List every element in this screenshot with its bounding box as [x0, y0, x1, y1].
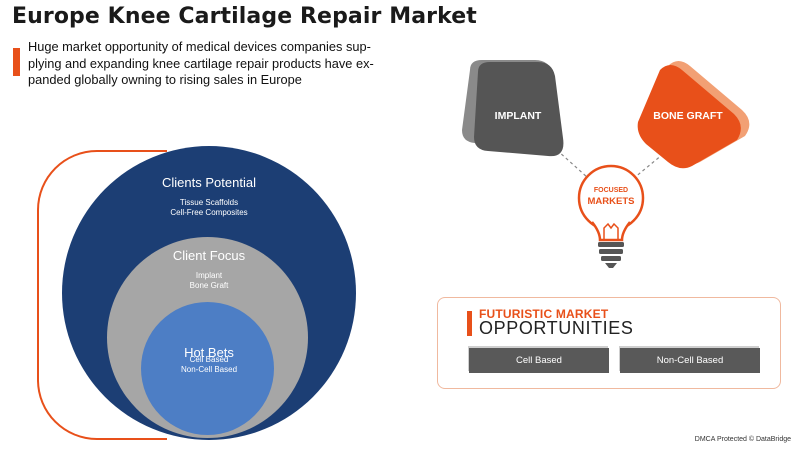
bulb-label-line2: MARKETS	[588, 196, 635, 207]
footer-credit: DMCA Protected © DataBridge	[694, 436, 791, 443]
bone-graft-shape	[637, 65, 741, 169]
bulb-base-ring	[598, 242, 624, 247]
futuristic-box	[437, 297, 781, 389]
hot-bets-circle	[141, 302, 274, 435]
bulb-neck	[591, 221, 631, 242]
page-title: Europe Knee Cartilage Repair Market	[12, 4, 477, 29]
bulb-filament	[603, 222, 619, 240]
bulb-base-ring	[599, 249, 623, 254]
hot-bets-title: Hot Bets	[184, 345, 234, 360]
bulb-tip	[605, 263, 617, 268]
bulb-label-line1: FOCUSED	[594, 187, 628, 194]
cell-based-tile: Cell Based	[469, 348, 609, 373]
implant-shape	[474, 62, 564, 157]
clients-potential-item: Cell-Free Composites	[170, 208, 248, 217]
client-focus-item: Bone Graft	[189, 281, 229, 290]
subtitle-line: plying and expanding knee cartilage repa…	[28, 55, 374, 71]
futuristic-subtitle: OPPORTUNITIES	[479, 318, 634, 338]
subtitle-line: Huge market opportunity of medical devic…	[28, 39, 371, 54]
implant-label: IMPLANT	[495, 110, 542, 122]
circle-outline-arc	[37, 150, 167, 440]
bone-graft-label: BONE GRAFT	[653, 110, 723, 122]
hot-bets-item: Cell Based	[189, 355, 229, 364]
focused-markets-diagram: IMPLANT BONE GRAFT FOCUSED MARKETS	[462, 60, 750, 268]
subtitle-accent-bar	[13, 48, 20, 76]
hot-bets-item: Non-Cell Based	[180, 365, 238, 374]
futuristic-title: FUTURISTIC MARKET	[479, 307, 609, 321]
bulb-base-ring	[601, 256, 621, 261]
non-cell-based-tile: Non-Cell Based	[620, 348, 760, 373]
client-focus-item: Implant	[195, 271, 223, 280]
clients-potential-item: Tissue Scaffolds	[179, 198, 239, 207]
clients-potential-title: Clients Potential	[162, 175, 256, 190]
subtitle-line: panded globally owning to rising sales i…	[28, 72, 302, 87]
subtitle: Huge market opportunity of medical devic…	[28, 39, 448, 89]
futuristic-accent-bar	[467, 311, 472, 336]
client-focus-title: Client Focus	[172, 248, 246, 263]
